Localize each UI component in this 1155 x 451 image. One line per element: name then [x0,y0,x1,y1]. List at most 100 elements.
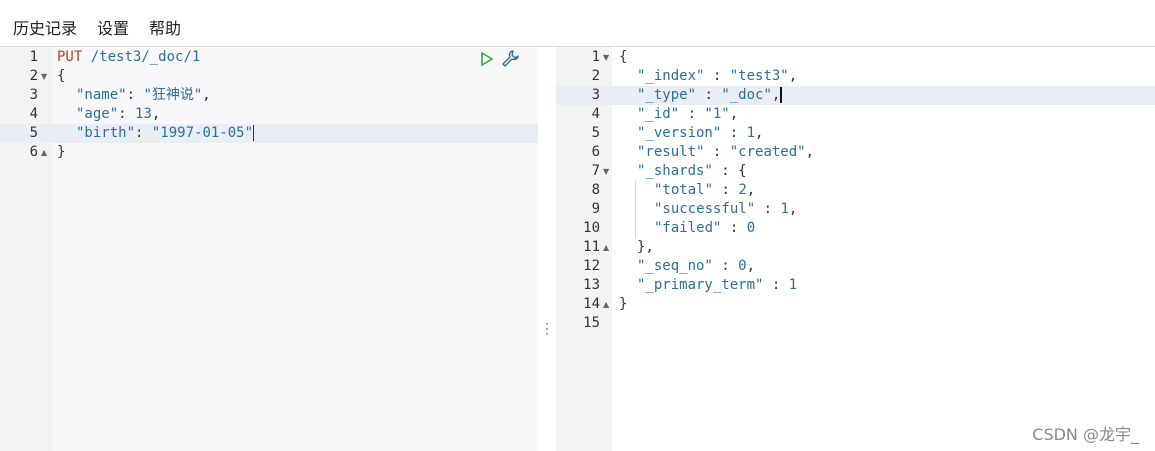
line-number: 9 [591,201,600,217]
json-value: "狂神说" [143,87,203,103]
json-value: 0 [746,220,756,236]
line-number: 12 [583,258,600,274]
request-line[interactable]: "birth": "1997-01-05" [76,124,255,143]
line-number: 3 [29,87,38,103]
line-number: 2 [591,68,600,84]
json-value: "_doc" [721,87,772,103]
fold-open-icon[interactable]: ▼ [603,53,610,62]
json-value: 13 [135,106,152,122]
json-comma: , [755,125,764,141]
json-key: "_seq_no" [637,258,713,274]
menu-history[interactable]: 历史记录 [13,19,78,38]
line-number: 15 [583,315,600,331]
json-value: 2 [738,182,747,198]
response-line: }, [637,239,654,255]
json-comma: , [202,87,211,103]
http-method: PUT [57,49,83,65]
response-line: "_id" : "1", [637,106,739,122]
json-value: 0 [738,258,747,274]
vertical-dots-icon: ··· [545,317,549,341]
menu-settings[interactable]: 设置 [97,19,130,38]
json-value: 1 [780,201,789,217]
json-key: "total" [654,182,714,198]
response-line: "_primary_term" : 1 [637,277,798,293]
response-line: "_version" : 1, [637,125,764,141]
line-number: 3 [591,87,600,103]
json-key: "result" [637,144,705,160]
json-key: "age" [76,106,119,122]
pane-resizer[interactable]: ··· [538,47,556,451]
json-value: 1 [788,277,798,293]
line-number: 4 [29,106,38,122]
line-number: 13 [583,277,600,293]
fold-open-icon[interactable]: ▼ [603,167,610,176]
line-number: 4 [591,106,600,122]
line-number: 10 [583,220,600,236]
json-value: "test3" [729,68,789,84]
line-number: 1 [29,49,38,65]
text-cursor [253,125,255,141]
line-number: 7 [591,163,600,179]
response-code-area[interactable] [612,47,1155,451]
json-value: "created" [729,144,806,160]
line-number: 11 [583,239,600,255]
line-number: 14 [583,296,600,312]
request-line[interactable]: { [57,68,66,84]
json-key: "_primary_term" [637,277,764,293]
request-line[interactable]: } [57,144,66,160]
line-number: 1 [591,49,600,65]
line-number: 5 [29,125,38,141]
json-comma: , [771,87,781,103]
json-comma: , [788,68,798,84]
json-key: "_id" [637,106,680,122]
json-key: "name" [76,87,127,103]
response-line: { [619,49,628,65]
response-line: "_shards" : { [637,163,747,179]
fold-close-icon[interactable]: ▲ [603,243,610,252]
request-editor[interactable]: 1 2 ▼ 3 4 5 6 ▲ PUT /test3/_doc/1 { "nam… [0,47,538,451]
line-number: 2 [29,68,38,84]
active-line-highlight [556,86,1155,105]
json-value: { [738,163,747,179]
play-icon[interactable] [480,51,494,67]
indent-guide [635,181,636,238]
json-value: "1" [704,106,730,122]
fold-open-icon[interactable]: ▼ [41,72,48,81]
json-comma: , [746,258,756,274]
request-line[interactable]: "age": 13, [76,105,160,124]
json-comma: , [788,201,798,217]
response-line: "successful" : 1, [654,201,798,217]
request-path: /test3/_doc/1 [82,49,201,65]
wrench-icon[interactable] [500,49,520,69]
json-key: "_type" [637,87,697,103]
response-viewer[interactable]: 1 ▼ 2 3 4 5 6 7 ▼ 8 9 10 11 ▲ 12 13 14 ▲… [556,47,1155,451]
line-number: 5 [591,125,600,141]
json-sep: : [126,87,144,103]
json-key: "_version" [637,125,722,141]
line-number: 6 [591,144,600,160]
request-line[interactable]: "name": "狂神说", [76,86,211,105]
json-sep: : [118,106,136,122]
json-key: "birth" [76,125,136,141]
watermark: CSDN @龙宇_ [1032,425,1139,444]
response-line: "_seq_no" : 0, [637,258,756,274]
menu-help[interactable]: 帮助 [149,19,182,38]
fold-close-icon[interactable]: ▲ [41,148,48,157]
request-code-area[interactable] [52,47,538,451]
menu-bar: 历史记录 设置 帮助 [0,0,1155,47]
response-gutter [556,47,612,451]
response-line: "total" : 2, [654,182,756,198]
json-key: "failed" [654,220,722,236]
line-number: 6 [29,144,38,160]
request-gutter [0,47,52,451]
fold-close-icon[interactable]: ▲ [603,300,610,309]
request-line[interactable]: PUT /test3/_doc/1 [57,48,200,67]
json-key: "_shards" [637,163,713,179]
response-line: "failed" : 0 [654,220,756,236]
json-comma: , [729,106,739,122]
json-comma: , [805,144,815,160]
json-key: "_index" [637,68,705,84]
response-line: "_type" : "_doc", [637,87,783,103]
response-line: } [619,296,628,312]
json-comma: , [746,182,756,198]
